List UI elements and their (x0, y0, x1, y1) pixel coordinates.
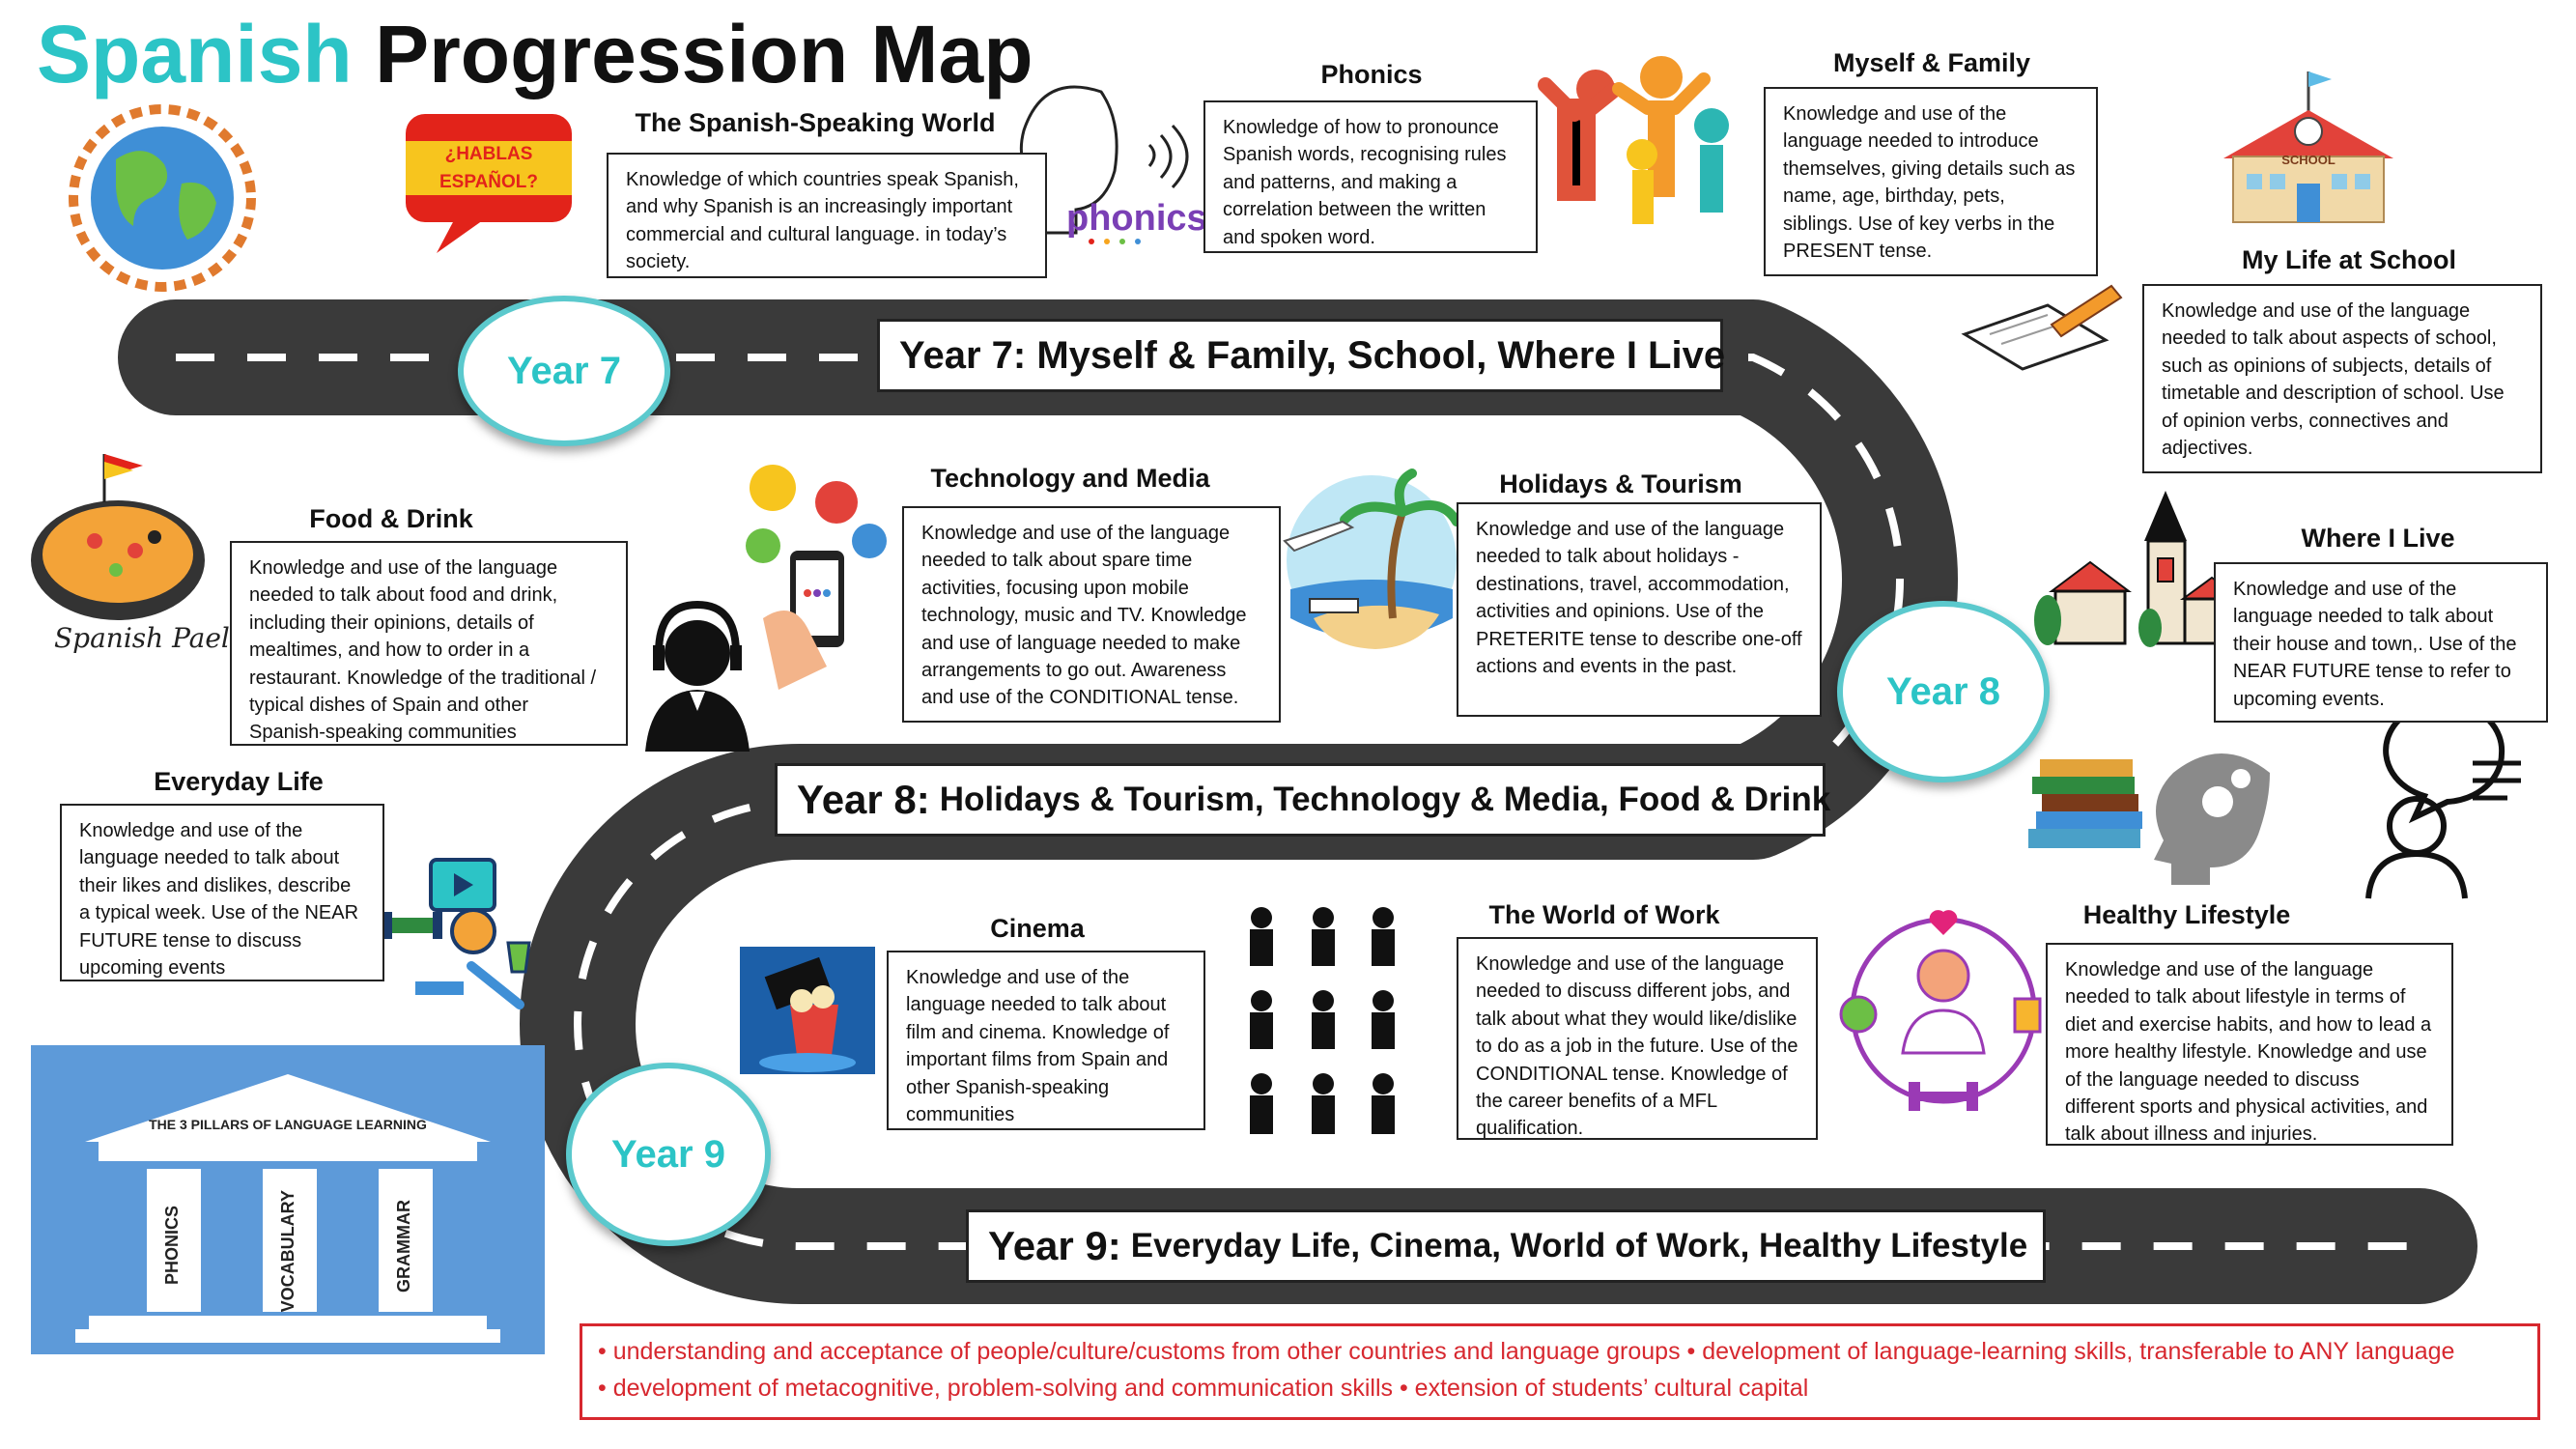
everyday-life-icon (382, 858, 531, 1009)
jobs-workers-icon (1250, 907, 1395, 1134)
year8-banner-topics: Holidays & Tourism, Technology & Media, … (939, 781, 1831, 818)
footer-goals: • understanding and acceptance of people… (580, 1323, 2540, 1420)
cinema-popcorn-icon (740, 947, 875, 1074)
spanish-world-heading: The Spanish-Speaking World (635, 108, 996, 137)
notepad-pencil-icon (1961, 284, 2123, 371)
where-live-text: Knowledge and use of the language needed… (2214, 562, 2548, 723)
year8-badge: Year 8 (1837, 601, 2050, 782)
school-building-icon: SCHOOL (2223, 71, 2393, 223)
svg-text:ESPAÑOL?: ESPAÑOL? (439, 171, 538, 192)
village-church-icon (2034, 491, 2245, 647)
page-title-progression-map: Progression Map (375, 9, 1033, 99)
pillar-phonics: PHONICS (162, 1206, 182, 1286)
spanish-world-text: Knowledge of which countries speak Spani… (607, 153, 1047, 278)
year7-banner: Year 7: Myself & Family, School, Where I… (877, 319, 1725, 392)
svg-text:SCHOOL: SCHOOL (2281, 153, 2335, 167)
hablas-espanol-bubble-icon: ¿HABLAS ESPAÑOL? (406, 114, 572, 253)
head-gears-icon (2154, 753, 2270, 885)
where-live-heading: Where I Live (2301, 524, 2455, 553)
food-heading: Food & Drink (309, 504, 473, 533)
year8-banner-lead: Year 8: (797, 777, 930, 822)
year9-banner-topics: Everyday Life, Cinema, World of Work, He… (1130, 1227, 2028, 1264)
holidays-text: Knowledge and use of the language needed… (1457, 502, 1822, 717)
holiday-island-icon (1283, 469, 1461, 649)
everyday-text: Knowledge and use of the language needed… (60, 804, 384, 981)
everyday-heading: Everyday Life (154, 767, 324, 796)
footer-line-2: • development of metacognitive, problem-… (598, 1374, 1809, 1402)
headset-person-icon (645, 600, 750, 752)
healthy-text: Knowledge and use of the language needed… (2046, 943, 2453, 1146)
world-work-heading: The World of Work (1488, 900, 1720, 929)
pillars-title: THE 3 PILLARS OF LANGUAGE LEARNING (149, 1117, 427, 1132)
cinema-heading: Cinema (990, 914, 1085, 943)
globe-people-icon (69, 104, 256, 292)
svg-text:phonics: phonics (1066, 198, 1207, 239)
phonics-text: Knowledge of how to pronounce Spanish wo… (1203, 100, 1538, 253)
phonics-head-icon: phonics (1019, 85, 1207, 244)
pillar-grammar: GRAMMAR (394, 1200, 413, 1293)
healthy-lifestyle-icon (1839, 910, 2042, 1111)
food-text: Knowledge and use of the language needed… (230, 541, 628, 746)
pillar-vocabulary: VOCABULARY (278, 1190, 297, 1313)
page-title-spanish: Spanish (37, 9, 353, 99)
paella-pan-icon: Spanish Paella (31, 454, 255, 654)
world-work-text: Knowledge and use of the language needed… (1457, 937, 1818, 1140)
technology-text: Knowledge and use of the language needed… (902, 506, 1281, 723)
year9-banner: Year 9: Everyday Life, Cinema, World of … (966, 1209, 2046, 1283)
phonics-heading: Phonics (1320, 60, 1423, 89)
three-pillars-image: THE 3 PILLARS OF LANGUAGE LEARNING PHONI… (31, 1045, 545, 1354)
svg-text:¿HABLAS: ¿HABLAS (445, 144, 533, 164)
cinema-text: Knowledge and use of the language needed… (887, 951, 1205, 1130)
page-title: Spanish Progression Map (37, 10, 1033, 99)
person-speech-bubble-icon (2365, 698, 2521, 899)
year7-badge: Year 7 (458, 296, 670, 446)
myself-family-text: Knowledge and use of the language needed… (1764, 87, 2098, 276)
year8-banner: Year 8: Holidays & Tourism, Technology &… (775, 763, 1830, 837)
healthy-heading: Healthy Lifestyle (2082, 900, 2291, 929)
year9-badge: Year 9 (566, 1063, 771, 1246)
pillars-temple-icon (75, 1074, 500, 1343)
school-text: Knowledge and use of the language needed… (2142, 284, 2542, 473)
family-icon (1538, 56, 1729, 224)
footer-line-1: • understanding and acceptance of people… (598, 1338, 2455, 1365)
social-media-phone-icon (746, 465, 887, 690)
holidays-heading: Holidays & Tourism (1499, 469, 1742, 498)
books-stack-icon (2028, 759, 2142, 848)
school-heading: My Life at School (2241, 245, 2457, 274)
technology-heading: Technology and Media (930, 464, 1210, 493)
year9-banner-lead: Year 9: (988, 1223, 1121, 1268)
svg-text:Spanish Paella: Spanish Paella (54, 622, 255, 654)
myself-family-heading: Myself & Family (1832, 48, 2031, 77)
